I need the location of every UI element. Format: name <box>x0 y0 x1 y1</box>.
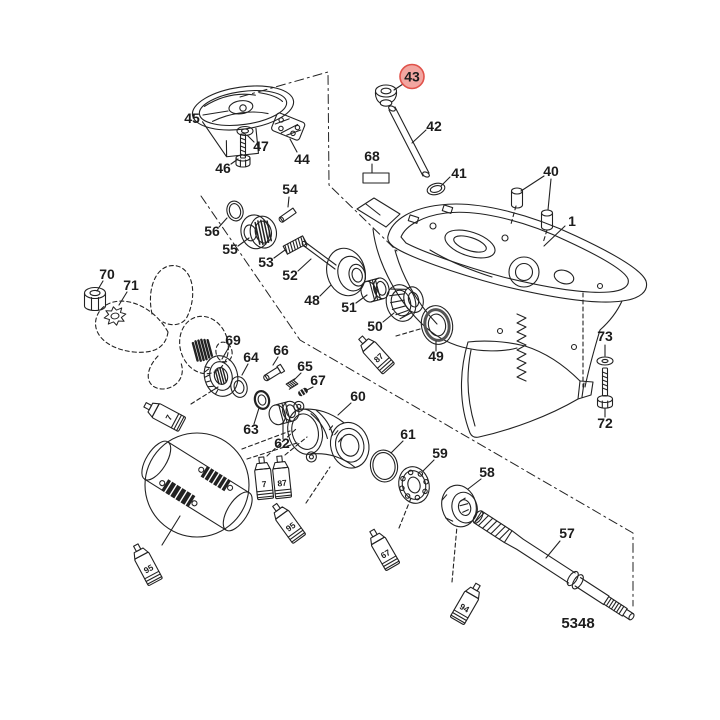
part-52-shaft <box>301 240 337 270</box>
leader-lines <box>96 83 606 559</box>
callout-44[interactable]: 44 <box>294 151 310 167</box>
tube-label: 94 <box>458 601 471 615</box>
part-67-detent-plug <box>298 387 308 397</box>
callout-53[interactable]: 53 <box>258 254 274 270</box>
part-42-water-tube <box>388 105 430 178</box>
callout-71[interactable]: 71 <box>123 277 139 293</box>
callout-69[interactable]: 69 <box>225 332 241 348</box>
callout-72[interactable]: 72 <box>597 415 613 431</box>
part-69-forward-gear <box>203 355 239 397</box>
callout-51[interactable]: 51 <box>341 299 357 315</box>
callout-45[interactable]: 45 <box>184 110 200 126</box>
callout-58[interactable]: 58 <box>479 464 495 480</box>
part-57-propeller-shaft <box>472 510 635 621</box>
part-41-seal-ring <box>426 182 446 196</box>
callout-54[interactable]: 54 <box>282 181 298 197</box>
callout-52[interactable]: 52 <box>282 267 298 283</box>
part-63-seal-ring <box>253 390 271 410</box>
zone-boundary-lines <box>200 71 634 607</box>
part-68-shim <box>362 172 390 184</box>
callout-40[interactable]: 40 <box>543 163 559 179</box>
tube-label: 7 <box>163 413 174 422</box>
tube-label: 87 <box>277 478 288 489</box>
callout-49[interactable]: 49 <box>428 348 444 364</box>
callout-57[interactable]: 57 <box>559 525 575 541</box>
tube-label: 7 <box>261 479 267 489</box>
propeller-reference <box>94 265 233 390</box>
lubricant-tube-95-inset: 95 <box>133 543 163 586</box>
callout-60[interactable]: 60 <box>350 388 366 404</box>
lubricant-tube-87-lower: 87 <box>272 455 293 500</box>
callout-61[interactable]: 61 <box>400 426 416 442</box>
callout-68[interactable]: 68 <box>364 148 380 164</box>
callout-50[interactable]: 50 <box>367 318 383 334</box>
highlight-circle-43[interactable] <box>399 63 425 90</box>
callout-62[interactable]: 62 <box>274 435 290 451</box>
lubricant-tube-94: 94 <box>450 582 481 625</box>
part-51-roller-bearing <box>360 277 390 303</box>
tube-label: 67 <box>379 547 392 561</box>
lubricant-tube-67: 67 <box>369 528 400 571</box>
part-43-bushing <box>374 84 398 107</box>
callout-46[interactable]: 46 <box>215 160 231 176</box>
part-64-thrust-washer <box>230 376 248 398</box>
part-49-oil-seal <box>420 305 454 345</box>
anode-detail-top <box>198 466 234 492</box>
callout-73[interactable]: 73 <box>597 328 613 344</box>
callout-56[interactable]: 56 <box>204 223 220 239</box>
part-45-water-pump-plate <box>191 85 295 158</box>
callout-65[interactable]: 65 <box>297 358 313 374</box>
part-72-bolt <box>596 367 614 409</box>
lubricant-tube-95-carrier: 95 <box>272 502 306 544</box>
callout-55[interactable]: 55 <box>222 241 238 257</box>
callout-1[interactable]: 1 <box>568 213 576 229</box>
part-46-bolt <box>235 133 251 168</box>
callout-41[interactable]: 41 <box>451 165 467 181</box>
part-61-o-ring <box>369 449 399 483</box>
callout-67[interactable]: 67 <box>310 372 326 388</box>
figure-number: 5348 <box>561 615 594 632</box>
tube-label: 95 <box>142 562 155 575</box>
lubricant-tube-7-upper: 7 <box>143 402 186 432</box>
callout-64[interactable]: 64 <box>243 349 259 365</box>
dashed-leader-lines <box>190 205 548 583</box>
lubricant-tube-7-lower: 7 <box>254 456 275 501</box>
callout-42[interactable]: 42 <box>426 118 442 134</box>
part-58-thrust-hub <box>441 484 478 528</box>
part-59-ball-bearing <box>398 466 430 504</box>
part-1-gear-housing <box>356 197 648 438</box>
lubricant-tube-87-mid: 87 <box>358 335 395 375</box>
part-54-key-pin <box>278 207 297 223</box>
part-56-o-ring <box>226 200 244 222</box>
part-62-needle-bearing <box>268 400 300 426</box>
callout-63[interactable]: 63 <box>243 421 259 437</box>
callout-47[interactable]: 47 <box>253 138 269 154</box>
part-50-tapered-bearing <box>385 284 424 322</box>
callout-43[interactable]: 43 <box>404 69 420 85</box>
callouts: 45 47 46 44 43 42 41 68 40 1 73 72 54 56… <box>99 63 613 541</box>
part-73-washer <box>596 356 614 366</box>
inset-detail-circle <box>141 432 253 538</box>
part-48-bearing-carrier-cup <box>326 247 366 297</box>
callout-48[interactable]: 48 <box>304 292 320 308</box>
part-71-tab-washer <box>103 306 127 326</box>
part-66-pivot-pin <box>263 363 286 382</box>
part-55-clutch-hub <box>240 214 278 250</box>
callout-66[interactable]: 66 <box>273 342 289 358</box>
callout-70[interactable]: 70 <box>99 266 115 282</box>
part-65-spring-small <box>285 378 299 390</box>
part-70-prop-nut <box>83 286 107 312</box>
anode-detail-bottom <box>159 479 198 508</box>
part-44-plate <box>271 112 306 141</box>
part-60-bearing-carrier <box>287 400 370 469</box>
callout-59[interactable]: 59 <box>432 445 448 461</box>
